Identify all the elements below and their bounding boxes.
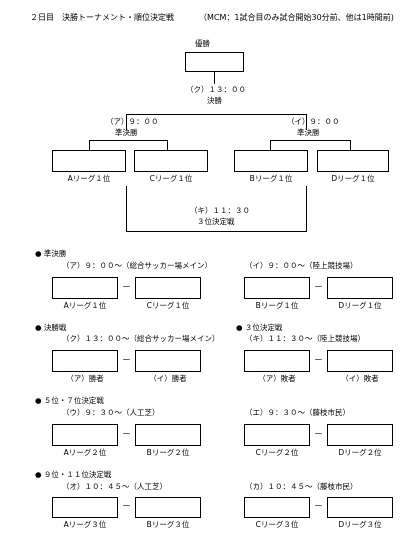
team-label-c1: Cリーグ１位 xyxy=(149,174,193,183)
bracket-line xyxy=(126,114,128,130)
semi-left-label: 準決勝 xyxy=(115,128,138,137)
p57-heading: ● ５位・７位決定戦 xyxy=(35,396,104,405)
bracket-line xyxy=(89,140,168,142)
bracket-line xyxy=(126,186,128,232)
vs-dash: － xyxy=(314,430,324,440)
team-label: Aリーグ２位 xyxy=(63,448,107,457)
semi-a-time: （ア）９：００～（総合サッカー場メイン） xyxy=(62,261,212,270)
team-label: Dリーグ２位 xyxy=(338,448,382,457)
bracket-line xyxy=(167,140,169,150)
bracket-line xyxy=(126,114,307,116)
team-label: Bリーグ３位 xyxy=(146,520,190,529)
team-label: Aリーグ１位 xyxy=(63,301,107,310)
team-label: Bリーグ１位 xyxy=(255,301,299,310)
match-box xyxy=(327,277,393,299)
p911-a-time: （オ）１０：４５～（人工芝） xyxy=(62,482,167,491)
match-box xyxy=(52,424,118,446)
bracket-line xyxy=(126,231,307,233)
champion-box xyxy=(185,52,244,72)
third-time: （キ）１１：３０ xyxy=(190,206,250,215)
champion-label: 優勝 xyxy=(195,39,210,48)
final-section-time: （ク）１３：００～（総合サッカー場メイン） xyxy=(62,334,220,343)
team-label: （イ）勝者 xyxy=(149,374,187,383)
vs-dash: － xyxy=(122,356,132,366)
team-label: Cリーグ１位 xyxy=(146,301,190,310)
p911-b-time: （カ）１０：４５～（藤枝市民） xyxy=(245,482,358,491)
vs-dash: － xyxy=(314,356,324,366)
team-label: Cリーグ２位 xyxy=(255,448,299,457)
vs-dash: － xyxy=(122,430,132,440)
final-label: 決勝 xyxy=(207,96,222,105)
vs-dash: － xyxy=(314,502,324,512)
team-box-b1 xyxy=(234,150,308,172)
match-box xyxy=(135,424,201,446)
team-box-a1 xyxy=(52,150,126,172)
bracket-line xyxy=(214,72,216,84)
match-box xyxy=(244,424,310,446)
team-label-a1: Aリーグ１位 xyxy=(67,174,111,183)
team-label: Bリーグ２位 xyxy=(146,448,190,457)
match-box xyxy=(244,277,310,299)
bracket-line xyxy=(270,140,272,150)
semi-right-label: 準決勝 xyxy=(297,128,320,137)
vs-dash: － xyxy=(314,283,324,293)
match-box xyxy=(327,424,393,446)
header-note: （MCM：1試合目のみ試合開始30分前、他は1時間前) xyxy=(199,13,394,22)
third-heading: ● ３位決定戦 xyxy=(236,323,283,332)
vs-dash: － xyxy=(122,502,132,512)
match-box xyxy=(244,497,310,518)
p57-b-time: （エ）９：３０～（藤枝市民） xyxy=(245,408,350,417)
bracket-line xyxy=(89,140,91,150)
match-box xyxy=(52,277,118,299)
match-box xyxy=(135,277,201,299)
match-box xyxy=(135,497,201,518)
semis-heading: ● 準決勝 xyxy=(35,249,67,258)
team-label-b1: Bリーグ１位 xyxy=(249,174,293,183)
semi-left-time: （ア）９：００ xyxy=(106,117,159,126)
semi-b-time: （イ）９：００～（陸上競技場） xyxy=(245,261,358,270)
team-box-d1 xyxy=(317,150,389,172)
third-section-time: （キ）１１：３０～（陸上競技場） xyxy=(245,334,365,343)
bracket-line xyxy=(350,140,352,150)
match-box xyxy=(52,350,118,372)
match-box xyxy=(52,497,118,518)
team-label: （ア）敗者 xyxy=(258,374,296,383)
match-box xyxy=(327,497,393,518)
team-label: （イ）敗者 xyxy=(341,374,379,383)
match-box xyxy=(327,350,393,372)
bracket-line xyxy=(270,140,351,142)
team-label: Aリーグ３位 xyxy=(63,520,107,529)
p57-a-time: （ウ）９：３０～（人工芝） xyxy=(62,408,160,417)
final-heading: ● 決勝戦 xyxy=(35,323,67,332)
semi-right-time: （イ）９：００ xyxy=(287,117,340,126)
match-box xyxy=(135,350,201,372)
team-label: Dリーグ３位 xyxy=(338,520,382,529)
p911-heading: ● ９位・１１位決定戦 xyxy=(35,470,112,479)
team-label: （ア）勝者 xyxy=(66,374,104,383)
match-box xyxy=(244,350,310,372)
team-label-d1: Dリーグ１位 xyxy=(331,174,375,183)
team-label: Dリーグ１位 xyxy=(338,301,382,310)
third-label: ３位決定戦 xyxy=(197,217,235,226)
bracket-line xyxy=(306,186,308,232)
team-label: Cリーグ３位 xyxy=(255,520,299,529)
team-box-c1 xyxy=(134,150,208,172)
page-title: ２日目 決勝トーナメント・順位決定戦 xyxy=(30,13,174,22)
vs-dash: － xyxy=(122,283,132,293)
final-time: （ク）１３：００ xyxy=(186,85,246,94)
bracket-line xyxy=(306,114,308,130)
